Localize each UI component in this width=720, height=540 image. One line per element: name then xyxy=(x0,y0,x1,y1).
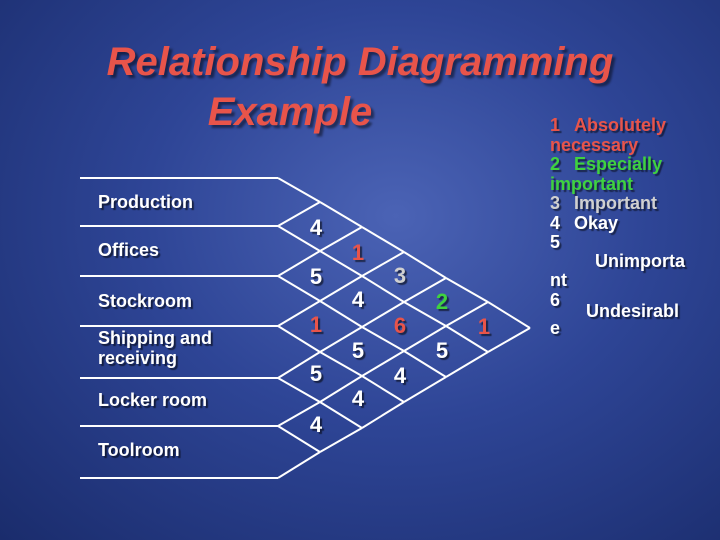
relationship-cell: 4 xyxy=(393,363,407,388)
relationship-cell: 5 xyxy=(309,264,323,289)
relationship-cell: 5 xyxy=(351,338,365,363)
legend-line-7: 5 xyxy=(550,232,710,253)
relationship-cell: 2 xyxy=(435,289,449,314)
legend-line-8: Unimporta xyxy=(595,250,685,271)
legend-line-4: important xyxy=(550,173,633,194)
title-line-1: Relationship Diagramming xyxy=(106,40,614,84)
relationship-cell: 4 xyxy=(351,287,365,312)
title-line-2: Example xyxy=(207,90,373,134)
legend-line-10: 6 xyxy=(550,289,710,311)
relationship-cell: 4 xyxy=(351,386,365,411)
row-label: Stockroom xyxy=(98,291,193,311)
row-label: Offices xyxy=(98,240,160,260)
legend-line-11: Undesirabl xyxy=(586,301,680,321)
relationship-cell: 1 xyxy=(309,312,323,337)
legend-line-2: necessary xyxy=(550,134,639,155)
relationship-cell: 4 xyxy=(309,412,323,437)
relationship-cell: 6 xyxy=(393,313,407,338)
relationship-cell: 1 xyxy=(351,240,365,265)
legend-line-5: 3 Important xyxy=(550,193,710,214)
legend-line-6: 4 Okay xyxy=(550,212,710,234)
row-label: Locker room xyxy=(98,390,208,410)
legend-num: 2 xyxy=(550,154,561,174)
relationship-cell: 1 xyxy=(477,314,491,339)
legend-line-12: e xyxy=(550,317,561,338)
row-label: Production xyxy=(98,192,193,212)
legend-line-9: nt xyxy=(550,270,567,290)
relationship-cell: 3 xyxy=(393,263,407,288)
legend-num: 4 xyxy=(550,212,561,233)
legend-num: 1 xyxy=(550,115,561,135)
legend-num: 5 xyxy=(550,232,561,252)
relationship-cell: 4 xyxy=(309,215,323,240)
row-label: Toolroom xyxy=(98,440,180,460)
legend-num: 6 xyxy=(550,289,561,310)
relationship-cell: 5 xyxy=(309,361,323,386)
legend-text: Okay xyxy=(574,212,619,233)
legend-text: Important xyxy=(574,193,658,213)
legend-num: 3 xyxy=(550,193,561,213)
relationship-cell: 5 xyxy=(435,338,449,363)
